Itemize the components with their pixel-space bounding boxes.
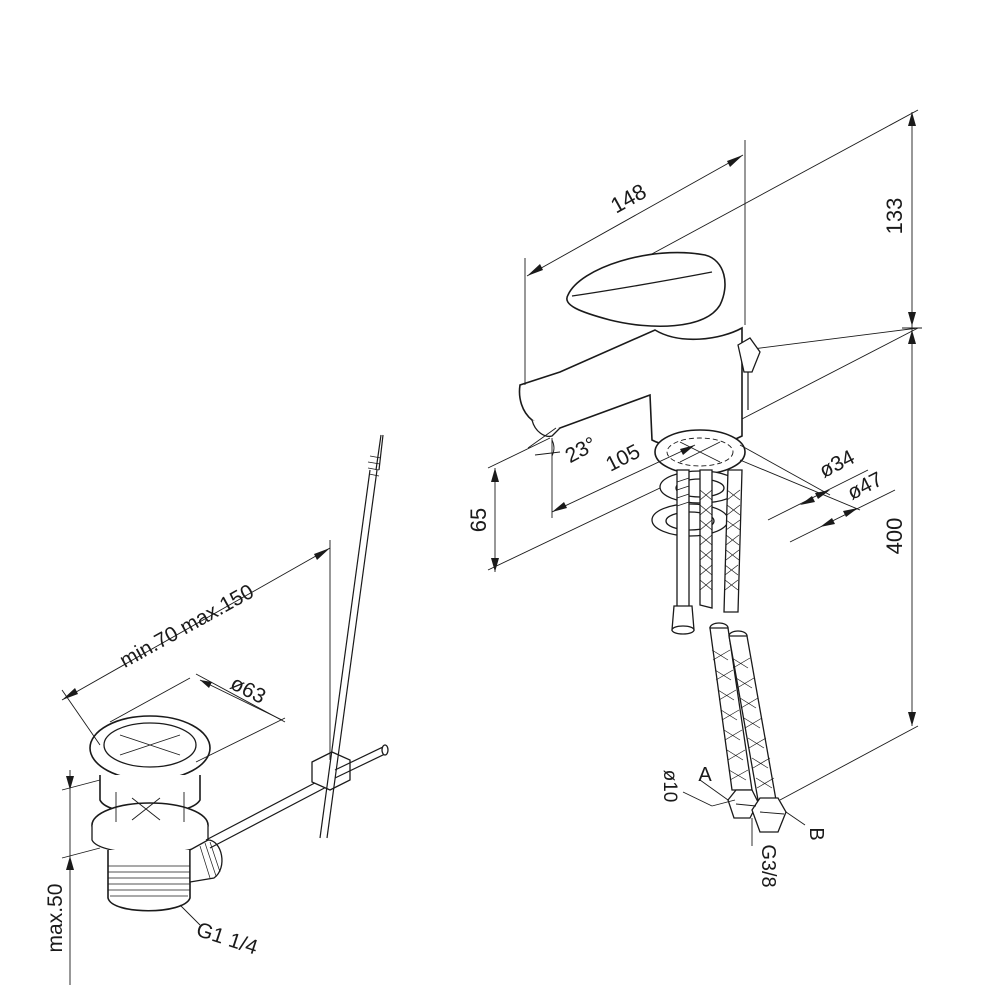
extension-line xyxy=(649,109,919,256)
dim-spout-reach-label: 105 xyxy=(602,440,644,476)
faucet-assembly xyxy=(518,109,919,833)
center-mark xyxy=(679,441,721,463)
dim-flange-diameter-label: ø47 xyxy=(844,468,887,505)
dim-hose-diameter-label: ø10 xyxy=(659,770,680,803)
dim-height-total-label: 400 xyxy=(882,518,907,555)
drain-rod-length-label: min.70 max.150 xyxy=(116,580,258,673)
drain-side-connector xyxy=(189,839,223,883)
drain-height-label: max.50 xyxy=(44,884,67,953)
drain-lever-rod xyxy=(205,774,331,841)
dim-width-label: 148 xyxy=(606,179,650,219)
dim-height-top-label: 133 xyxy=(882,198,907,235)
dim-base-diameter-label: ø34 xyxy=(816,446,859,483)
faucet-handle-top xyxy=(571,271,713,297)
extension-line xyxy=(744,327,919,351)
lift-rod-knob xyxy=(737,337,761,373)
dim-angle-label: 23° xyxy=(562,433,601,468)
drain-pull-rod xyxy=(319,469,371,839)
drain-thread-label: G1 1/4 xyxy=(193,918,260,959)
drain-assembly xyxy=(89,434,389,912)
extension-line xyxy=(739,327,919,421)
hose-upper-left xyxy=(699,469,713,609)
threaded-stud xyxy=(676,469,690,611)
hose-label-b: B xyxy=(805,827,827,840)
drain-body-lower xyxy=(107,850,191,912)
faucet-base-hidden xyxy=(666,437,734,467)
dim-spout-height-label: 65 xyxy=(466,508,491,532)
hose-label-a: A xyxy=(698,764,712,786)
drain-clamp-bar xyxy=(334,745,386,771)
hose-upper-right xyxy=(723,469,743,613)
faucet-handle xyxy=(566,251,726,328)
hose-nut-b xyxy=(751,797,787,833)
hose-thread-label: G3/8 xyxy=(757,844,779,887)
faucet-spout-tip xyxy=(531,419,561,438)
